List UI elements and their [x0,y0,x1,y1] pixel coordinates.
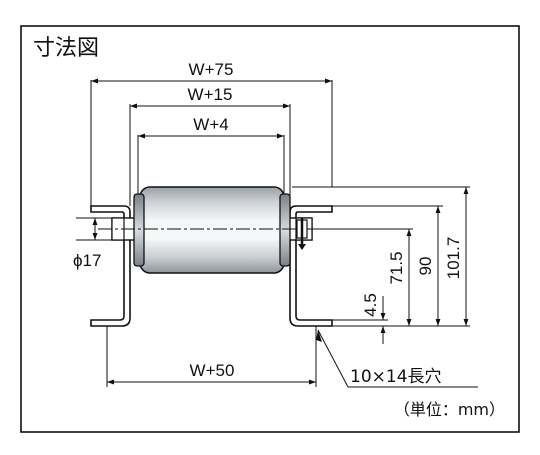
dim-4-5-label: 4.5 [361,293,380,317]
bottom-extension-lines [106,326,317,387]
slot-callout-label: 10×14長穴 [350,367,442,387]
outer-frame [20,25,520,433]
unit-note: （単位：mm） [394,400,505,419]
roller-tube [133,186,291,274]
right-dimension-lines [380,187,469,344]
shaft-nut [296,218,308,250]
slot-callout-arrowhead [316,330,322,342]
slot-callout-leader [317,329,478,388]
extension-lines-top [90,80,333,206]
dim-w50-label: W+50 [190,361,235,380]
dim-w15-label: W+15 [188,85,233,104]
dim-w75-label: W+75 [189,60,234,79]
drawing-title: 寸法図 [33,36,99,61]
dim-71-5-label: 71.5 [387,251,406,284]
dim-phi17-label: ϕ17 [73,251,101,270]
extension-lines-right [292,186,470,327]
phi17-dimension [76,217,112,241]
dim-101-7-label: 101.7 [444,237,463,280]
dim-w4-label: W+4 [193,115,228,134]
dim-90-label: 90 [416,257,435,276]
top-dimension-lines [91,78,332,139]
